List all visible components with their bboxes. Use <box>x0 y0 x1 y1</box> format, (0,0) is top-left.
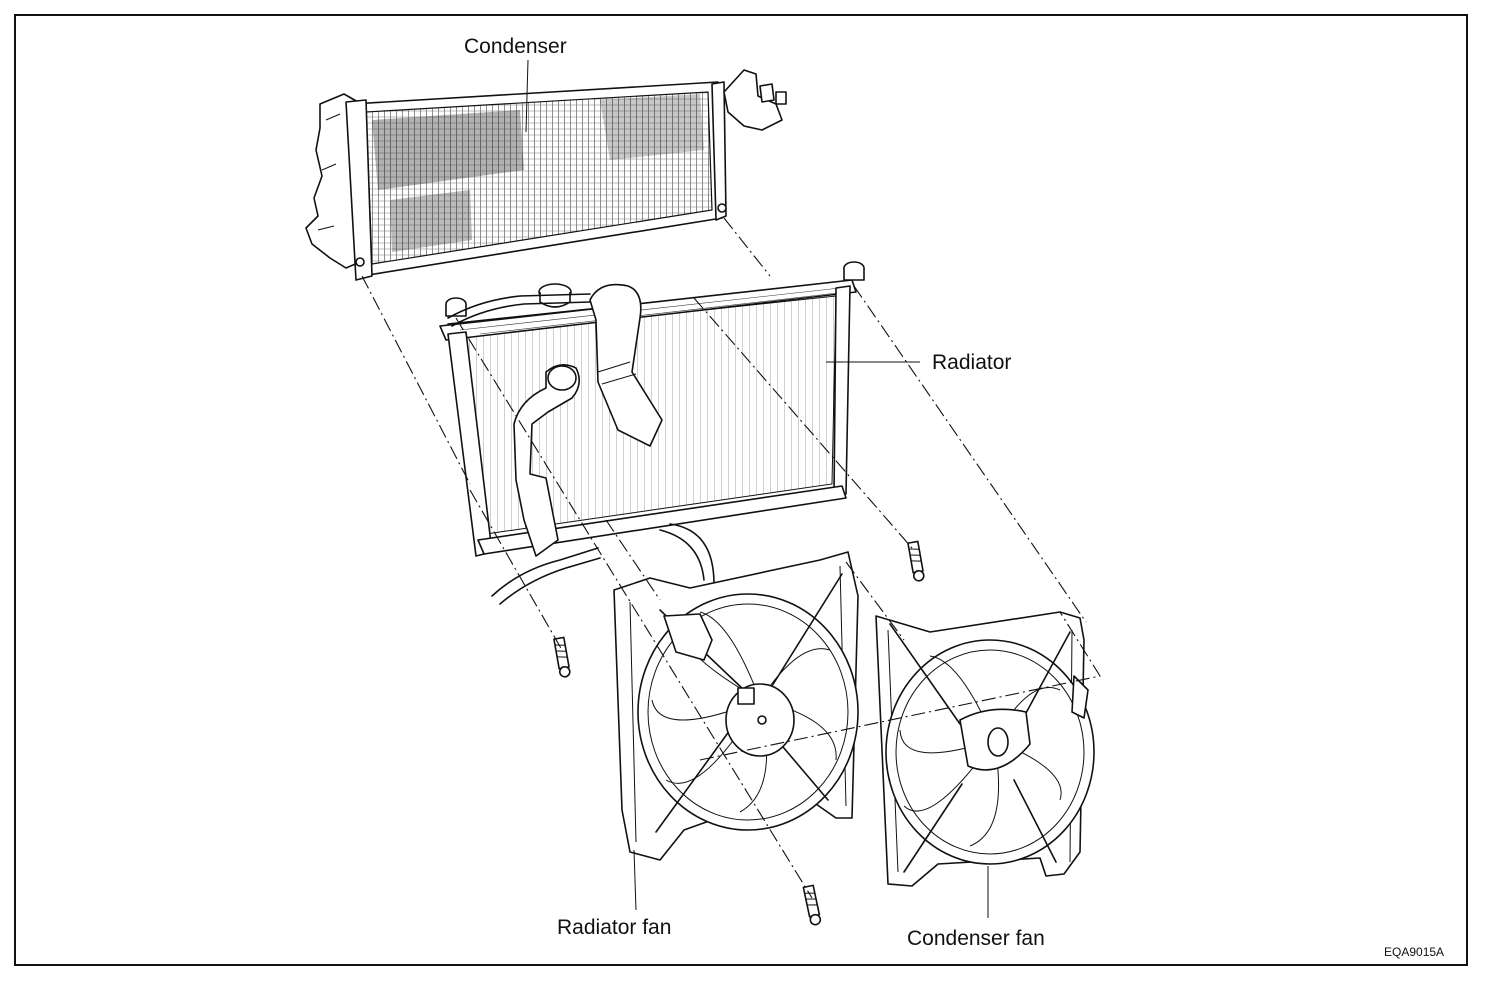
condenser-fan-label: Condenser fan <box>907 927 1045 950</box>
radiator-label: Radiator <box>932 351 1012 374</box>
leader-lines <box>525 59 989 918</box>
radiator-fan-label: Radiator fan <box>557 916 672 939</box>
figure-code: EQA9015A <box>1384 945 1445 959</box>
radiator-part <box>439 261 865 605</box>
condenser-fan-part <box>875 611 1095 887</box>
alignment-lines <box>361 217 1101 899</box>
mounting-bolts <box>553 540 925 926</box>
condenser-part <box>305 69 787 281</box>
condenser-label: Condenser <box>464 35 567 58</box>
radiator-fan-part <box>613 551 859 861</box>
